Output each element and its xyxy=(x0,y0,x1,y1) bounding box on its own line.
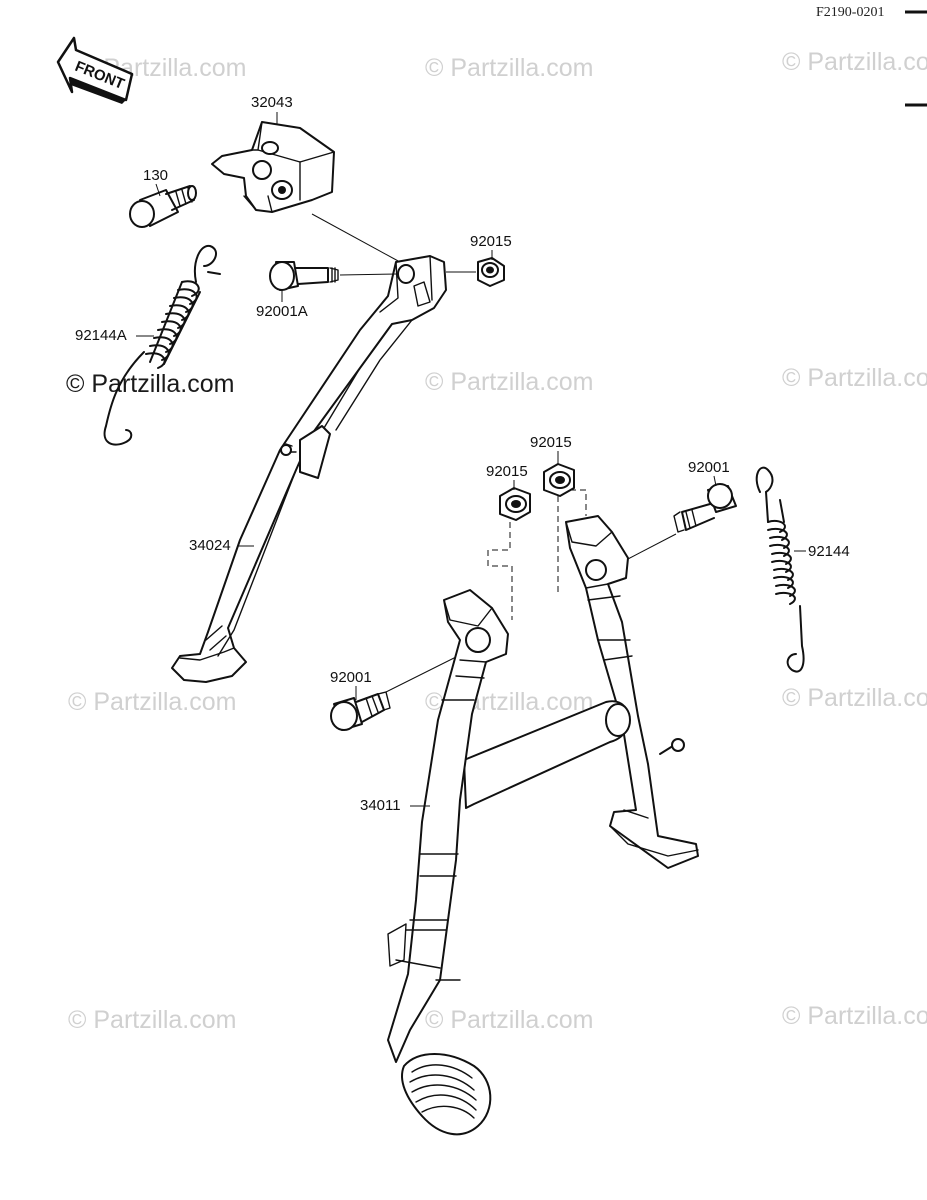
watermark: © Partzilla.com xyxy=(782,48,927,76)
label-92015-right: 92015 xyxy=(530,434,572,451)
label-34024: 34024 xyxy=(189,537,231,554)
watermark: © Partzilla.com xyxy=(425,54,593,82)
label-130: 130 xyxy=(143,167,168,184)
part-34024-side-stand xyxy=(171,255,447,683)
watermark: © Partzilla.com xyxy=(782,684,927,712)
watermark: © Partzilla.com xyxy=(425,1006,593,1034)
watermarks: © Partzilla.com © Partzilla.com © Partzi… xyxy=(66,48,927,1034)
watermark: © Partzilla.com xyxy=(782,364,927,392)
part-32043-bracket xyxy=(211,121,335,213)
label-92144: 92144 xyxy=(808,543,850,560)
watermark: © Partzilla.com xyxy=(425,368,593,396)
label-92001-right: 92001 xyxy=(688,459,730,476)
label-92001A: 92001A xyxy=(256,303,308,320)
watermark: © Partzilla.com xyxy=(66,370,234,398)
label-92015-left: 92015 xyxy=(486,463,528,480)
connection-lines xyxy=(311,213,677,693)
watermark: © Partzilla.com xyxy=(68,688,236,716)
part-92015-nut xyxy=(477,257,505,287)
part-92144-spring xyxy=(755,466,805,673)
label-92144A: 92144A xyxy=(75,327,127,344)
label-92015: 92015 xyxy=(470,233,512,250)
part-92001-bolt-left xyxy=(330,691,391,731)
part-92001A-bolt xyxy=(269,261,339,291)
label-34011: 34011 xyxy=(360,797,401,814)
part-92015-nut-left xyxy=(499,487,531,521)
drawing-code: F2190-0201 xyxy=(816,5,884,20)
front-arrow-icon: FRONT xyxy=(56,36,134,104)
watermark: © Partzilla.com xyxy=(68,1006,236,1034)
part-34011-main-stand xyxy=(387,515,699,1136)
label-92001-left: 92001 xyxy=(330,669,372,686)
part-labels: 32043 130 92015 92001A 92144A 34024 9201… xyxy=(75,94,850,814)
part-130-bolt xyxy=(129,185,197,228)
label-32043: 32043 xyxy=(251,94,293,111)
part-92015-nut-right xyxy=(543,463,575,497)
part-92144A-spring xyxy=(103,244,221,446)
part-92001-bolt-right xyxy=(673,483,737,533)
watermark: © Partzilla.com xyxy=(782,1002,927,1030)
